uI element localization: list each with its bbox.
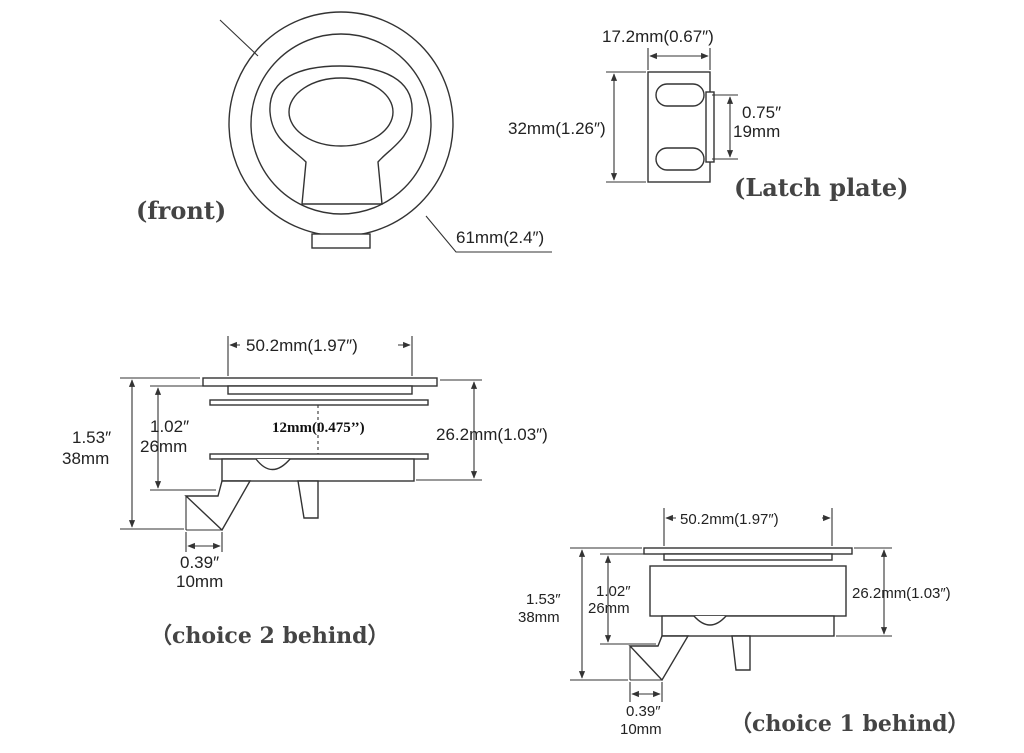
front-diameter-label: 61mm(2.4″) [456, 228, 544, 247]
c1-inner-in: 1.02″ [596, 583, 631, 600]
c2-pin [297, 480, 319, 519]
c2-total-mm: 38mm [62, 449, 109, 468]
c2-depth-mid-label: 12mm(0.475’’) [272, 420, 365, 436]
c2-inner-mm: 26mm [140, 437, 187, 456]
c1-offset-in: 0.39″ [626, 703, 661, 720]
c2-inner-in: 1.02″ [150, 417, 189, 436]
choice2-side-view: 50.2mm(1.97″) 1.53″ 38mm 1.02″ 26mm 12mm… [62, 334, 548, 649]
front-view: (front) 61mm(2.4″) [136, 11, 552, 253]
c2-latch-hook [184, 480, 252, 532]
latch-plate-lip [705, 91, 715, 163]
c2-offset-mm: 10mm [176, 572, 223, 591]
latch-slot-upper [655, 83, 705, 107]
c1-housing-notch [693, 615, 727, 626]
latch-slot-lower [655, 147, 705, 171]
slot-spacing-mm: 19mm [733, 122, 780, 141]
front-leader-top [219, 19, 259, 57]
c2-housing-notch [255, 458, 291, 471]
c2-washer [209, 399, 429, 406]
plate-height-label: 32mm(1.26″) [508, 119, 606, 138]
latch-plate-caption: (Latch plate) [734, 173, 908, 202]
latch-plate-view: 17.2mm(0.67″) 32mm(1.26″) 0.75″ 19mm (La… [508, 27, 908, 202]
c1-housing [661, 615, 835, 637]
c2-width-label-bg [240, 334, 398, 354]
c2-flange [202, 377, 438, 387]
c2-body-label: 26.2mm(1.03″) [436, 425, 548, 444]
slot-spacing-in: 0.75″ [742, 103, 781, 122]
front-bottom-tab [311, 233, 371, 249]
front-leader-diameter [425, 215, 552, 253]
plate-width-label: 17.2mm(0.67″) [602, 27, 714, 46]
front-handle-opening [288, 77, 394, 147]
c1-width-label-bg [676, 508, 822, 528]
choice1-side-view: 50.2mm(1.97″) 1.53″ 38mm 1.02″ 26mm 26.2… [518, 508, 970, 738]
c1-body [649, 565, 847, 617]
c2-offset-in: 0.39″ [180, 553, 219, 572]
c2-width-label: 50.2mm(1.97″) [246, 336, 358, 355]
c1-caption: （choice 1 behind） [730, 711, 970, 737]
c1-flange [643, 547, 853, 555]
c1-latch-hook [628, 635, 690, 682]
c1-body-label: 26.2mm(1.03″) [852, 585, 951, 602]
c1-inner-mm: 26mm [588, 600, 630, 617]
c2-lower-plate [209, 453, 429, 460]
c2-housing [221, 458, 415, 482]
c2-flange-rim [227, 385, 413, 395]
c1-flange-rim [663, 553, 833, 561]
c1-width-label: 50.2mm(1.97″) [680, 511, 779, 528]
c2-caption: （choice 2 behind） [150, 623, 390, 649]
c1-pin [731, 635, 751, 671]
c1-total-mm: 38mm [518, 609, 560, 626]
c1-total-in: 1.53″ [526, 591, 561, 608]
front-caption: (front) [136, 196, 226, 225]
c2-total-in: 1.53″ [72, 428, 111, 447]
c1-offset-mm: 10mm [620, 721, 662, 738]
